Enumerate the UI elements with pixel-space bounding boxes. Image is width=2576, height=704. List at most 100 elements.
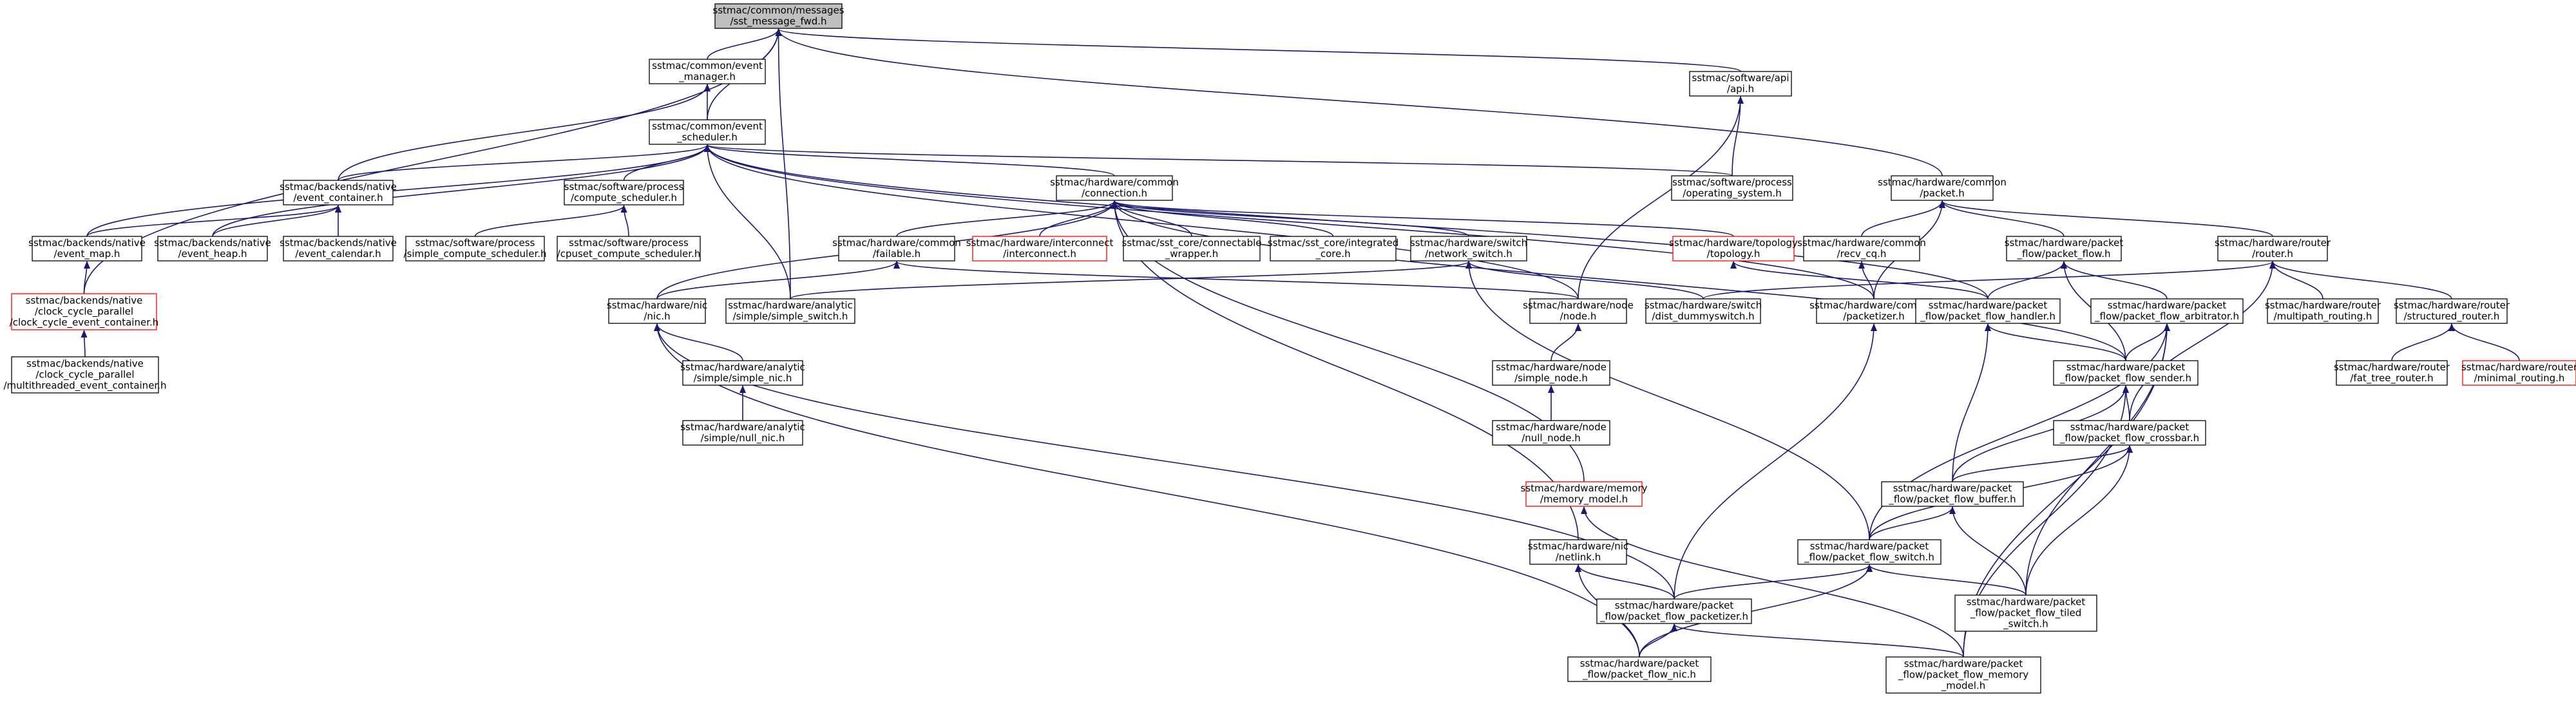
file-node-structured_router[interactable]: sstmac/hardware/router/structured_router…	[2394, 298, 2510, 324]
file-node-label-line: sstmac/backends/native	[26, 358, 144, 370]
dependency-edge-packet_flow_handler-to-topology	[1730, 261, 1989, 300]
dependency-edge-hw_packet-to-root	[775, 28, 1943, 176]
file-node-packet_flow_handler[interactable]: sstmac/hardware/packet_flow/packet_flow_…	[1915, 298, 2061, 324]
file-node-packet_flow_arbitrator[interactable]: sstmac/hardware/packet_flow/packet_flow_…	[2090, 298, 2244, 324]
file-node-simple_node[interactable]: sstmac/hardware/node/simple_node.h	[1492, 360, 1610, 386]
file-node-box	[2336, 360, 2448, 386]
nodes-layer: sstmac/common/messages/sst_message_fwd.h…	[3, 3, 2576, 694]
file-node-memory_model[interactable]: sstmac/hardware/memory/memory_model.h	[1521, 481, 1648, 507]
file-node-clock_cycle_event_container[interactable]: sstmac/backends/native/clock_cycle_paral…	[10, 293, 159, 330]
file-node-label-line: sstmac/hardware/packet	[1615, 600, 1734, 611]
dependency-edge-fat_tree_router-to-structured_router	[2391, 323, 2455, 361]
file-node-box	[1885, 656, 2041, 694]
file-node-box	[1270, 236, 1397, 262]
file-node-null_node[interactable]: sstmac/hardware/node/null_node.h	[1492, 420, 1610, 446]
file-node-sw_api[interactable]: sstmac/software/api/api.h	[1689, 71, 1792, 97]
file-node-packet_flow_switch[interactable]: sstmac/hardware/packet_flow/packet_flow_…	[1797, 539, 1942, 565]
file-node-label-line: /clock_cycle_parallel	[35, 369, 134, 381]
file-node-fat_tree_router[interactable]: sstmac/hardware/router/fat_tree_router.h	[2334, 360, 2450, 386]
dependency-edge-cpuset_compute_scheduler-to-compute_scheduler	[620, 205, 629, 237]
file-node-label-line: sstmac/hardware/node	[1523, 300, 1634, 311]
file-node-label-line: /clock_cycle_event_container.h	[10, 317, 159, 329]
file-node-event_scheduler[interactable]: sstmac/common/event_scheduler.h	[649, 119, 766, 145]
file-node-label-line: /event_calendar.h	[295, 248, 381, 260]
file-node-packet_flow_nic[interactable]: sstmac/hardware/packet_flow/packet_flow_…	[1567, 656, 1712, 682]
dependency-edge-packet_flow_sender-to-packet_flow_arbitrator	[2125, 323, 2170, 361]
file-node-label-line: /nic.h	[644, 310, 670, 322]
file-node-dist_dummyswitch[interactable]: sstmac/hardware/switch/dist_dummyswitch.…	[1645, 298, 1762, 324]
dependency-edge-packet_flow_crossbar-to-router	[2129, 261, 2276, 421]
dependency-edge-packet_flow_handler-to-packet_flow	[1987, 261, 2067, 300]
file-node-event_calendar[interactable]: sstmac/backends/native/event_calendar.h	[280, 236, 397, 262]
file-node-netlink[interactable]: sstmac/hardware/nic/netlink.h	[1528, 539, 1628, 565]
file-node-label-line: sstmac/hardware/packet	[1810, 540, 1929, 552]
dependency-edge-packet_flow_sender-to-hw_connection	[1111, 200, 2126, 361]
file-node-operating_system[interactable]: sstmac/software/process/operating_system…	[1671, 175, 1793, 201]
file-node-network_switch[interactable]: sstmac/hardware/switch/network_switch.h	[1410, 236, 1527, 262]
file-node-label-line: /event_map.h	[54, 248, 120, 260]
file-node-box	[714, 3, 843, 29]
file-node-packet_flow_memory_model[interactable]: sstmac/hardware/packet_flow/packet_flow_…	[1885, 656, 2041, 694]
file-node-multipath_routing[interactable]: sstmac/hardware/router/multipath_routing…	[2265, 298, 2381, 324]
dependency-edge-packet_flow_switch-to-network_switch	[1465, 261, 1870, 540]
dependency-edge-packet_flow_packetizer-to-packetizer	[1674, 323, 1877, 600]
file-node-multithreaded_event_container[interactable]: sstmac/backends/native/clock_cycle_paral…	[3, 356, 167, 394]
file-node-simple_switch[interactable]: sstmac/hardware/analytic/simple/simple_s…	[725, 298, 855, 324]
file-node-packet_flow_crossbar[interactable]: sstmac/hardware/packet_flow/packet_flow_…	[2053, 420, 2206, 446]
dependency-edge-topology-to-hw_connection	[1111, 200, 1734, 237]
file-node-integrated_core[interactable]: sstmac/sst_core/integrated_core.h	[1268, 236, 1398, 262]
file-node-label-line: /failable.h	[873, 248, 921, 260]
file-node-event_container[interactable]: sstmac/backends/native/event_container.h	[280, 180, 397, 205]
dependency-edge-packet_flow_tiled_switch-to-packet_flow_crossbar	[2025, 445, 2133, 596]
file-node-hw_packet[interactable]: sstmac/hardware/common/packet.h	[1878, 175, 2007, 201]
file-node-box	[1915, 298, 2061, 324]
file-node-label-line: /router.h	[2252, 248, 2293, 260]
file-node-topology[interactable]: sstmac/hardware/topology/topology.h	[1669, 236, 1798, 262]
file-node-recv_cq[interactable]: sstmac/hardware/common/recv_cq.h	[1797, 236, 1926, 262]
file-node-label-line: sstmac/hardware/router	[2334, 361, 2450, 373]
file-node-router[interactable]: sstmac/hardware/router/router.h	[2215, 236, 2331, 262]
file-node-packetizer[interactable]: sstmac/hardware/common/packetizer.h	[1809, 298, 1938, 324]
file-node-label-line: /structured_router.h	[2404, 310, 2500, 323]
dependency-edge-packet_flow_arbitrator-to-packet_flow	[2061, 261, 2168, 300]
file-node-minimal_routing[interactable]: sstmac/hardware/router/minimal_routing.h	[2461, 360, 2576, 386]
file-node-simple_compute_scheduler[interactable]: sstmac/software/process/simple_compute_s…	[403, 236, 547, 262]
file-node-box	[405, 236, 545, 262]
file-node-event_map[interactable]: sstmac/backends/native/event_map.h	[28, 236, 146, 262]
file-node-label-line: /fat_tree_router.h	[2350, 372, 2433, 385]
file-node-label-line: /compute_scheduler.h	[571, 192, 677, 204]
file-node-simple_nic[interactable]: sstmac/hardware/analytic/simple/simple_n…	[680, 360, 805, 386]
file-node-nic[interactable]: sstmac/hardware/nic/nic.h	[607, 298, 707, 324]
file-node-root[interactable]: sstmac/common/messages/sst_message_fwd.h	[712, 3, 844, 29]
dependency-edge-nic-to-failable	[656, 261, 900, 300]
dependency-edge-multithreaded_event_container-to-clock_cycle_event_container	[81, 330, 88, 357]
file-node-event_heap[interactable]: sstmac/backends/native/event_heap.h	[154, 236, 271, 262]
dependency-edge-packet_flow_tiled_switch-to-packet_flow_switch	[1866, 564, 2027, 596]
file-node-label-line: sstmac/software/api	[1692, 72, 1789, 84]
file-node-compute_scheduler[interactable]: sstmac/software/process/compute_schedule…	[564, 180, 684, 205]
file-node-hw_connection[interactable]: sstmac/hardware/common/connection.h	[1050, 175, 1179, 201]
file-node-packet_flow_buffer[interactable]: sstmac/hardware/packet_flow/packet_flow_…	[1881, 481, 2024, 507]
file-node-cpuset_compute_scheduler[interactable]: sstmac/software/process/cpuset_compute_s…	[557, 236, 701, 262]
file-node-interconnect[interactable]: sstmac/hardware/interconnect/interconnec…	[966, 236, 1114, 262]
file-node-connectable_wrapper[interactable]: sstmac/sst_core/connectable_wrapper.h	[1121, 236, 1262, 262]
file-node-label-line: _flow/packet_flow.h	[2017, 248, 2111, 260]
dependency-edge-node-to-event_scheduler	[704, 144, 1579, 300]
file-node-box	[11, 293, 157, 330]
file-node-failable[interactable]: sstmac/hardware/common/failable.h	[832, 236, 961, 262]
file-node-box	[1567, 656, 1712, 682]
file-node-node[interactable]: sstmac/hardware/node/node.h	[1523, 298, 1634, 324]
file-node-box	[1803, 236, 1920, 262]
file-node-label-line: _flow/packet_flow_sender.h	[2059, 372, 2191, 385]
file-node-null_nic[interactable]: sstmac/hardware/analytic/simple/null_nic…	[680, 420, 805, 446]
file-node-label-line: sstmac/hardware/packet	[2005, 237, 2124, 249]
file-node-event_manager[interactable]: sstmac/common/event_manager.h	[649, 59, 766, 84]
file-node-packet_flow_sender[interactable]: sstmac/hardware/packet_flow/packet_flow_…	[2053, 360, 2199, 386]
file-node-packet_flow_tiled_switch[interactable]: sstmac/hardware/packet_flow/packet_flow_…	[1954, 595, 2097, 632]
file-node-label-line: sstmac/hardware/common	[1878, 176, 2007, 188]
file-node-label-line: sstmac/hardware/common	[1809, 300, 1938, 311]
dependency-edge-packet_flow_buffer-to-packet_flow_sender	[1952, 385, 2129, 482]
file-node-packet_flow[interactable]: sstmac/hardware/packet_flow/packet_flow.…	[2005, 236, 2124, 262]
file-node-packet_flow_packetizer[interactable]: sstmac/hardware/packet_flow/packet_flow_…	[1596, 598, 1752, 624]
file-node-box	[649, 119, 766, 145]
